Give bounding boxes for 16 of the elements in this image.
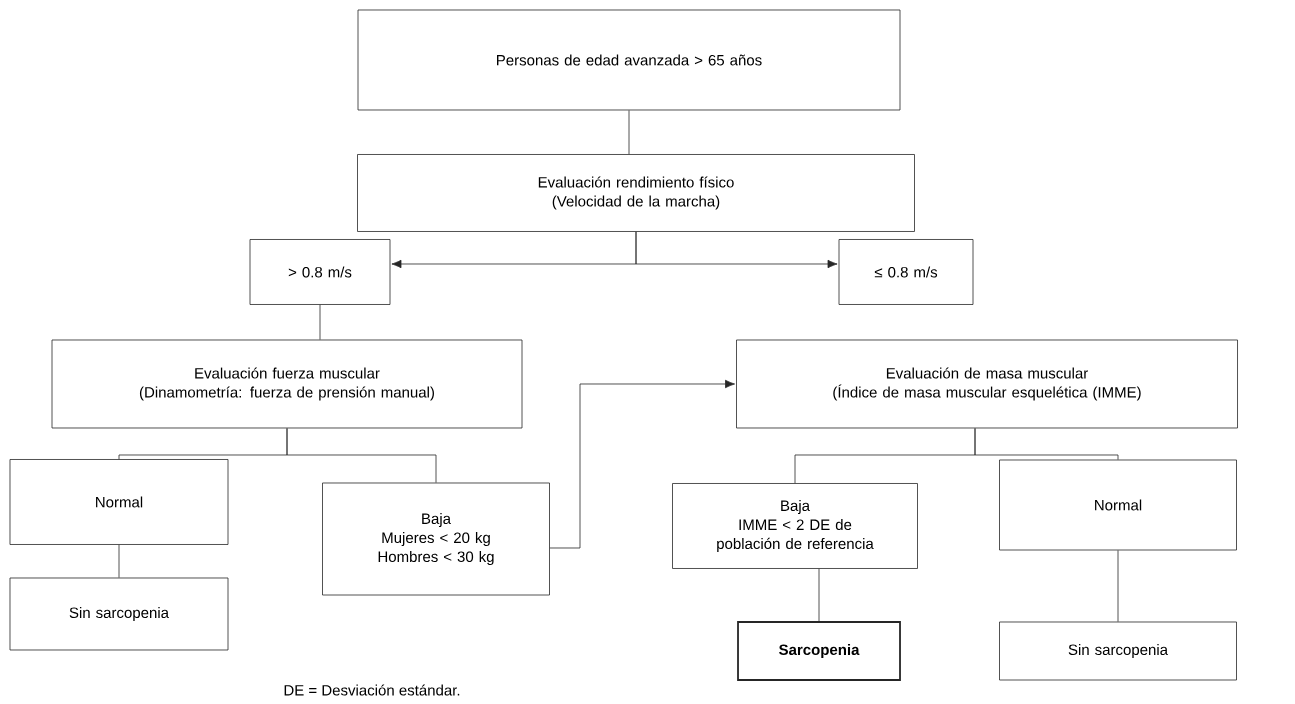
result-box: Sarcopenia [737, 621, 901, 681]
arrow [549, 379, 735, 549]
process-box: Personas de edad avanzada > 65 años [357, 9, 901, 111]
process-box: ≤ 0.8 m/s [838, 239, 974, 305]
process-box: > 0.8 m/s [249, 239, 391, 305]
process-box: Baja Mujeres < 20 kg Hombres < 30 kg [322, 482, 550, 596]
process-box: Evaluación de masa muscular (Índice de masa muscular esquelética (IMME) [736, 339, 1238, 429]
process-box: Sin sarcopenia [9, 577, 229, 651]
process-box: Normal [9, 459, 229, 545]
process-box: Normal [999, 459, 1237, 551]
arrow [635, 231, 838, 269]
process-box: Sin sarcopenia [999, 621, 1237, 681]
footnote: DE = Desviación estándar. [284, 684, 460, 696]
process-box: Evaluación rendimiento físico (Velocidad de la marcha) [357, 154, 915, 232]
process-box: Evaluación fuerza muscular (Dinamometría: fuerza de prensión manual) [51, 339, 523, 429]
process-box: Baja IMME < 2 DE de población de referencia [672, 483, 918, 569]
